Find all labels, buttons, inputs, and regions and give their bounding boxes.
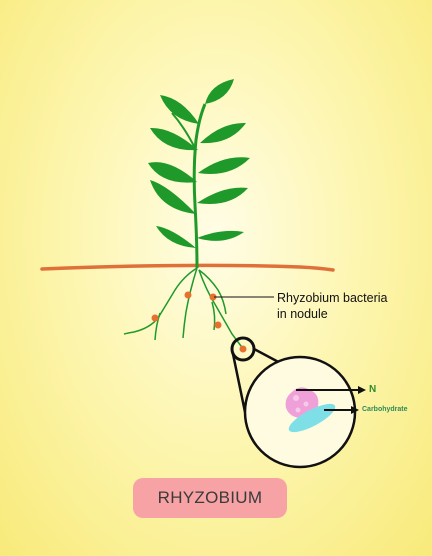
nodule [151,314,159,322]
leaf [150,180,196,214]
leaf [148,162,197,183]
bacteria-label: Rhyzobium bacteria in nodule [277,290,387,322]
leaf [156,226,196,248]
leaf [205,79,234,104]
roots [123,267,245,351]
side-stem [171,112,197,151]
leaf [200,122,246,144]
carbohydrate-shape [288,403,336,433]
plant-stem [192,103,207,269]
leaf [150,127,198,151]
nitrogen-label: N [369,384,377,395]
leaves [148,79,250,248]
leaf [198,157,250,174]
title-badge: RHYZOBIUM [133,478,287,518]
carbohydrate-label: Carbohydrate [362,406,408,413]
zoom-connector [231,353,247,413]
nodule [239,345,247,353]
bacteria-spots [293,395,309,413]
leaf [160,95,199,124]
carbohydrate-arrow [324,406,359,414]
leaf [197,230,244,241]
soil-line [40,263,335,272]
leaf [197,187,248,204]
bacteria-label-line1: Rhyzobium bacteria [277,291,388,305]
nitrogen-arrow [296,386,366,394]
nodules [151,291,247,353]
nodule [209,293,217,301]
nodule [214,321,222,329]
diagram-title: RHYZOBIUM [157,488,263,507]
nodule [184,291,192,299]
bacteria-label-line2: in nodule [277,307,328,321]
